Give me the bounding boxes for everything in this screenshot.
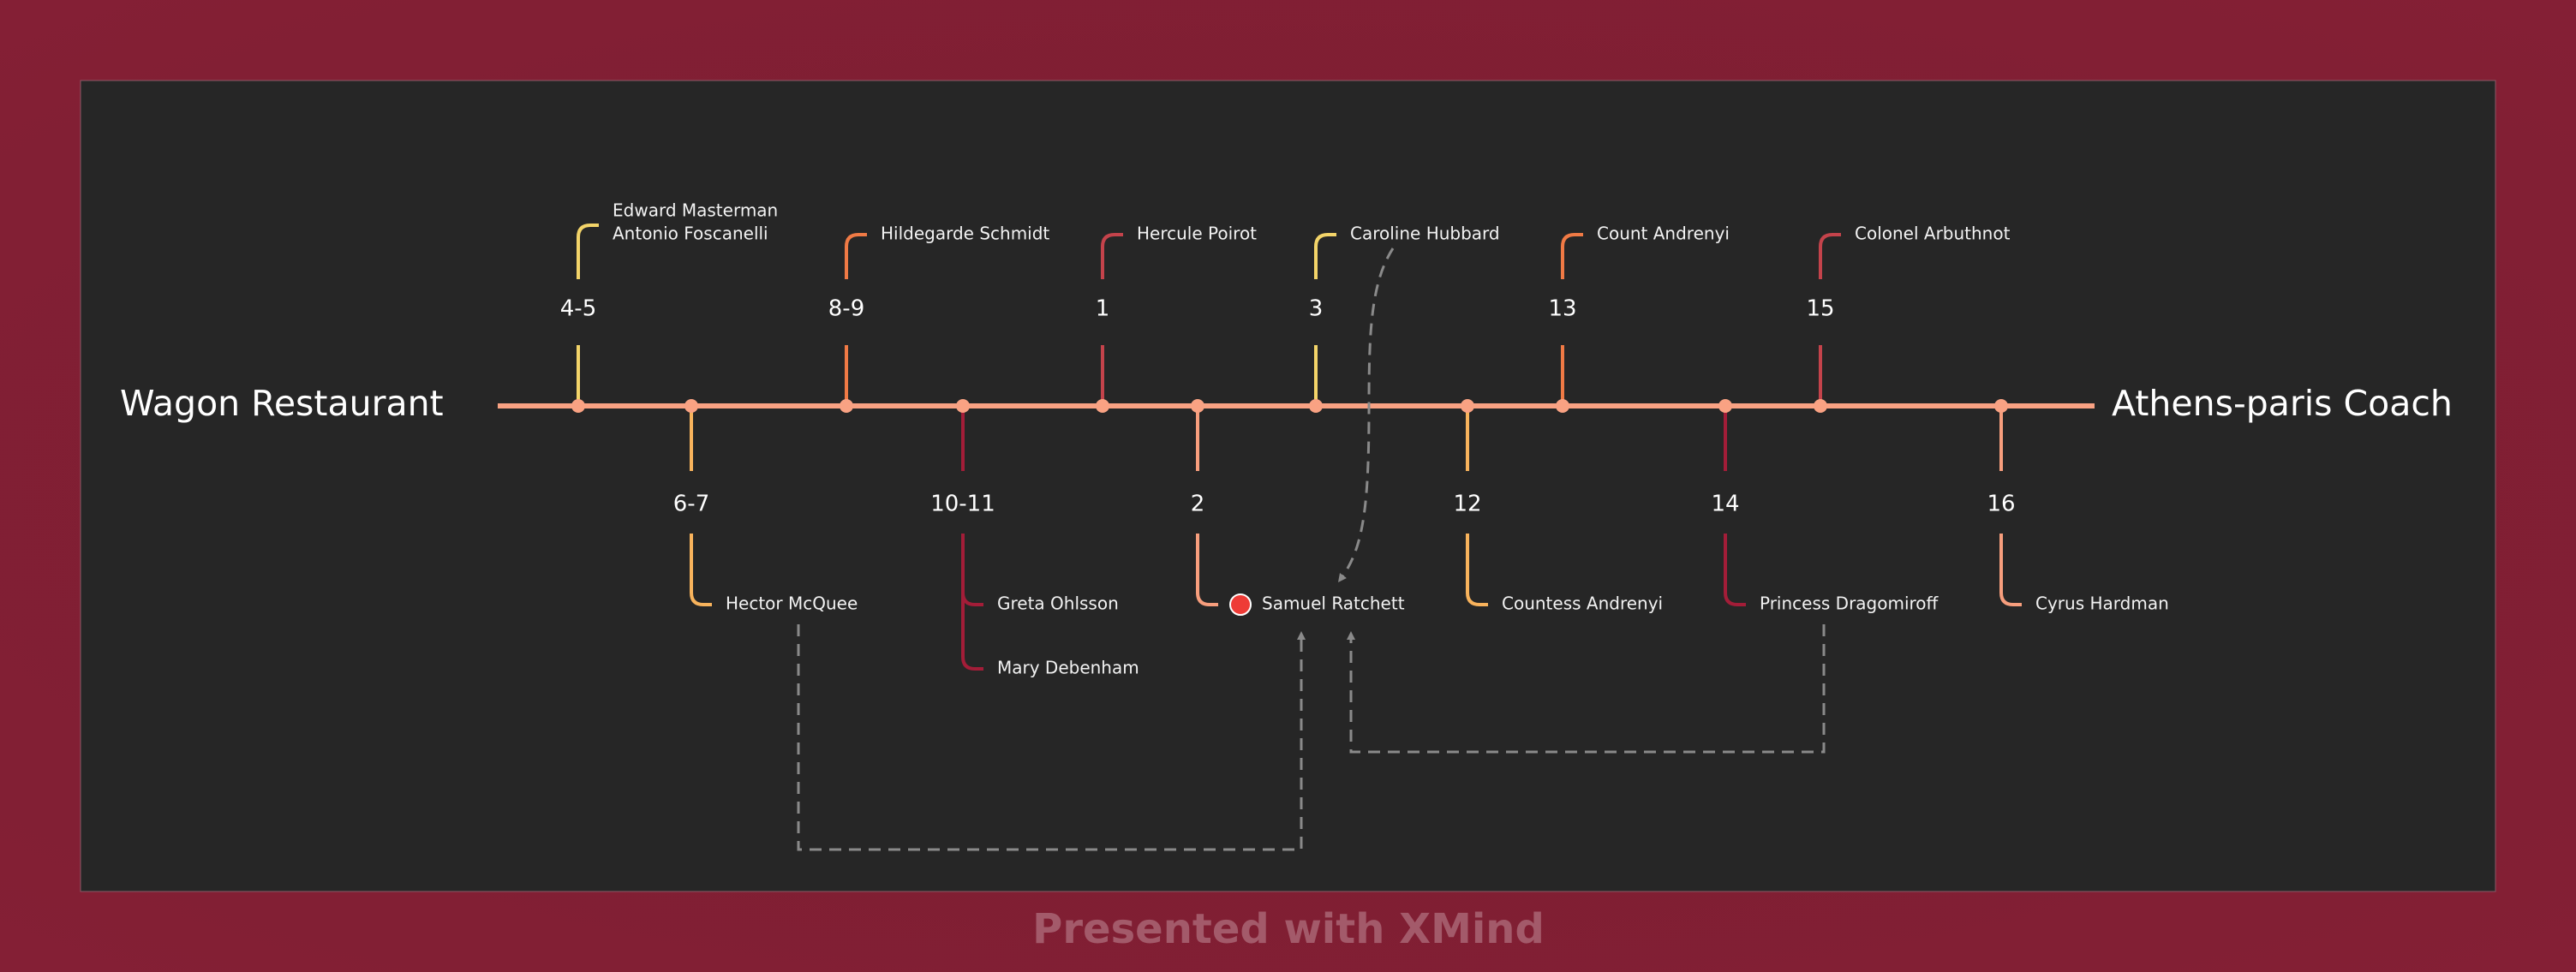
name-connector [845, 233, 867, 279]
event-3[interactable]: 3 Caroline Hubbard [1309, 224, 1500, 414]
name-connector [1101, 233, 1123, 279]
victim-marker-icon [1229, 593, 1252, 616]
name-connector [1466, 534, 1488, 606]
person-name[interactable]: Colonel Arbuthnot [1855, 224, 2011, 244]
person-name[interactable]: Edward Masterman [613, 200, 778, 221]
event-15[interactable]: 15 Colonel Arbuthnot [1806, 224, 2011, 414]
person-name[interactable]: Countess Andrenyi [1502, 593, 1663, 614]
timeline-node[interactable] [1556, 399, 1569, 413]
name-connector [1999, 534, 2022, 606]
event-number[interactable]: 12 [1453, 492, 1481, 517]
name-connector [961, 534, 983, 671]
person-name[interactable]: Samuel Ratchett [1262, 593, 1405, 614]
event-number[interactable]: 2 [1191, 492, 1205, 517]
person-name[interactable]: Hector McQuee [726, 593, 858, 614]
name-connector [1196, 534, 1218, 606]
footer-branding: Presented with XMind [1032, 905, 1545, 953]
start-topic[interactable]: Wagon Restaurant [120, 383, 444, 424]
timeline-node[interactable] [1718, 399, 1732, 413]
name-connector [1819, 233, 1841, 279]
timeline-node[interactable] [1461, 399, 1474, 413]
relation-dragomiroff-to-samuel[interactable] [1347, 624, 1826, 754]
name-connector [577, 224, 599, 279]
event-number[interactable]: 4-5 [560, 296, 596, 322]
event-number[interactable]: 1 [1096, 296, 1110, 322]
timeline-node[interactable] [571, 399, 585, 413]
event-number[interactable]: 16 [1987, 492, 2015, 517]
event-number[interactable]: 13 [1548, 296, 1576, 322]
event-8-9[interactable]: 8-9 Hildegarde Schmidt [828, 224, 1050, 414]
end-topic[interactable]: Athens-paris Coach [2112, 383, 2453, 424]
name-connector [1724, 534, 1746, 606]
relation-hubbard-to-samuel[interactable] [1338, 247, 1395, 583]
person-name[interactable]: Cyrus Hardman [2035, 593, 2169, 614]
name-connector [1561, 233, 1583, 279]
timeline-node[interactable] [1814, 399, 1827, 413]
timeline-node[interactable] [1191, 399, 1204, 413]
name-connector [1314, 233, 1336, 279]
person-name[interactable]: Hercule Poirot [1137, 224, 1257, 244]
timeline-node[interactable] [1994, 399, 2008, 413]
person-name[interactable]: Princess Dragomiroff [1760, 593, 1939, 614]
person-name[interactable]: Count Andrenyi [1597, 224, 1730, 244]
person-name[interactable]: Mary Debenham [997, 658, 1139, 678]
timeline-node[interactable] [684, 399, 698, 413]
person-name[interactable]: Caroline Hubbard [1350, 224, 1500, 244]
person-name[interactable]: Hildegarde Schmidt [881, 224, 1049, 244]
event-13[interactable]: 13 Count Andrenyi [1548, 224, 1730, 414]
person-name[interactable]: Greta Ohlsson [997, 593, 1119, 614]
timeline-node[interactable] [956, 399, 970, 413]
event-number[interactable]: 3 [1309, 296, 1324, 322]
name-connector [690, 534, 712, 606]
event-number[interactable]: 8-9 [828, 296, 864, 322]
canvas-panel [80, 80, 2496, 892]
timeline-node[interactable] [840, 399, 853, 413]
relation-hector-to-samuel[interactable] [797, 624, 1306, 851]
event-number[interactable]: 15 [1806, 296, 1834, 322]
event-1[interactable]: 1 Hercule Poirot [1096, 224, 1257, 414]
timeline-node[interactable] [1096, 399, 1109, 413]
event-number[interactable]: 14 [1711, 492, 1739, 517]
person-name[interactable]: Antonio Foscanelli [613, 224, 768, 244]
event-number[interactable]: 10-11 [930, 492, 995, 517]
timeline-node[interactable] [1309, 399, 1323, 413]
event-number[interactable]: 6-7 [673, 492, 709, 517]
